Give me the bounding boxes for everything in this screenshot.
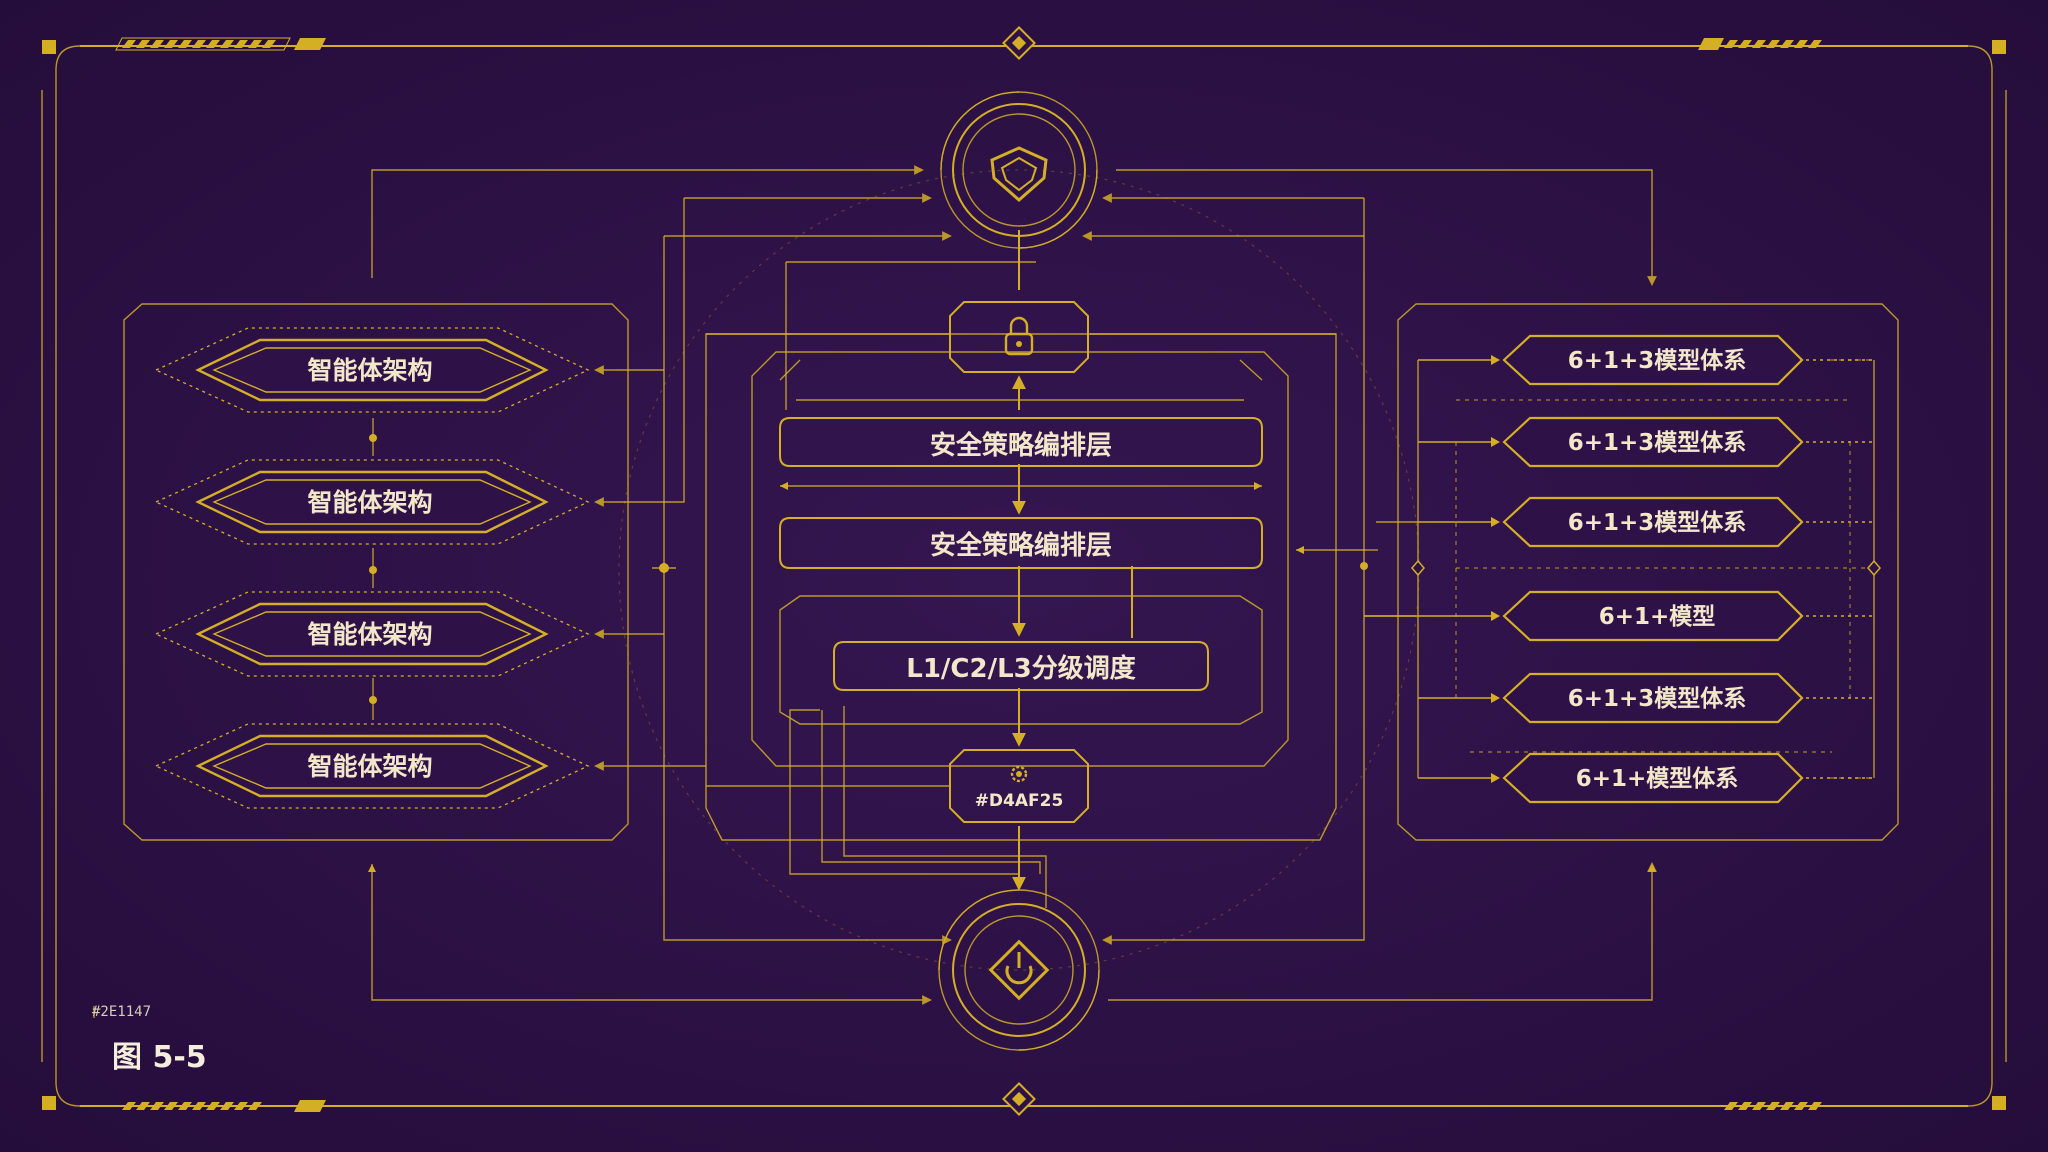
scheduler-label: L1/C2/L3分级调度 [906,653,1135,684]
right-item-model-system[interactable]: 6+1+模型 [1418,590,1874,642]
lock-node[interactable] [949,301,1089,373]
right-item-model-system[interactable]: 6+1+3模型体系 [1418,496,1874,548]
right-item-model-system[interactable]: 6+1+模型体系 [1418,752,1874,804]
power-diamond-icon [988,939,1050,1001]
gear-icon [1010,765,1028,783]
left-item-architecture[interactable]: 智能体架构 [154,723,590,809]
right-item-label: 6+1+3模型体系 [1568,686,1747,712]
figure-caption: 图 5-5 [112,1040,207,1075]
bottom-diamond-ornament [1002,1082,1036,1116]
right-item-label: 6+1+3模型体系 [1568,430,1747,456]
gear-node[interactable]: #D4AF25 [949,749,1089,823]
top-shield-node [940,91,1098,249]
right-item-label: 6+1+模型体系 [1576,766,1739,792]
right-item-model-system[interactable]: 6+1+3模型体系 [1418,672,1874,724]
color-code-label: #2E1147 [92,1004,152,1020]
hatch-bottom-right [1724,1102,1822,1110]
right-item-label: 6+1+3模型体系 [1568,510,1747,536]
right-panel [1364,303,1899,841]
left-item-architecture[interactable]: 智能体架构 [154,459,590,545]
left-item-label: 智能体架构 [307,356,432,385]
right-items: 6+1+3模型体系 6+1+3模型体系 6+1+3模型体系 6+1+模型 6+1+3模型… [1418,334,1874,804]
left-item-label: 智能体架构 [307,488,432,517]
hatch-top-right [1698,38,1822,50]
layer-label: 安全策略编排层 [930,430,1112,461]
right-item-label: 6+1+3模型体系 [1568,348,1747,374]
hatch-bottom-left [122,1100,326,1112]
padlock-icon [1004,316,1034,356]
outer-frame [41,26,2007,1116]
shield-heart-icon [990,146,1048,202]
top-diamond-ornament [1002,26,1036,60]
left-panel [123,303,629,841]
left-item-label: 智能体架构 [307,620,432,649]
hatch-top-left [115,37,326,51]
bottom-power-node [938,889,1100,1051]
gear-node-label: #D4AF25 [975,791,1064,811]
right-item-label: 6+1+模型 [1599,604,1716,630]
right-item-model-system[interactable]: 6+1+3模型体系 [1418,416,1874,468]
layer-bar-1[interactable]: 安全策略编排层 [779,417,1263,467]
left-item-label: 智能体架构 [307,752,432,781]
left-item-architecture[interactable]: 智能体架构 [154,591,590,677]
right-item-model-system[interactable]: 6+1+3模型体系 [1418,334,1874,386]
layer-bar-2[interactable]: 安全策略编排层 [779,517,1263,569]
layer-label: 安全策略编排层 [930,530,1112,561]
left-item-architecture[interactable]: 智能体架构 [154,327,590,413]
scheduler-bar[interactable]: L1/C2/L3分级调度 [833,641,1209,691]
